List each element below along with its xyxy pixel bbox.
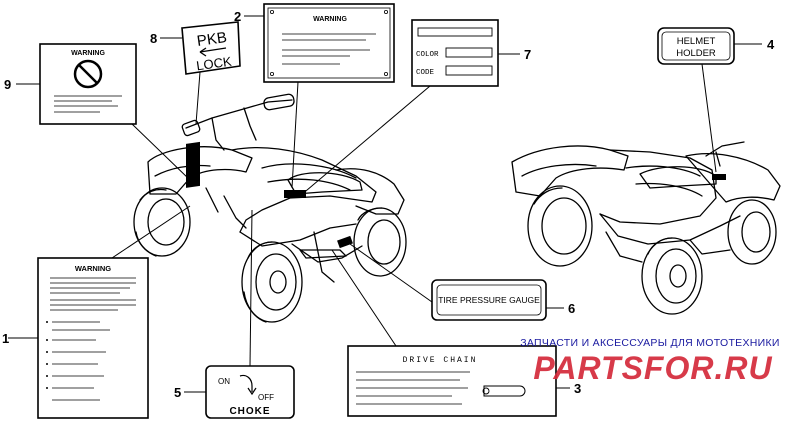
- warning-text: WARNING: [71, 50, 105, 57]
- arrow-left-icon: [199, 47, 207, 57]
- callout-3: 3: [574, 381, 581, 396]
- leader-lines: [8, 15, 762, 393]
- chain-tool-icon: [483, 385, 526, 397]
- helmet-text: HELMET: [677, 36, 716, 47]
- callout-2: 2: [234, 9, 241, 24]
- label-3-drive-chain: DRIVE CHAIN: [347, 345, 557, 417]
- label-9-warning-prohibition: WARNING: [39, 43, 137, 125]
- warning-text: WARNING: [313, 16, 347, 23]
- callout-numbers: 1 2 3 4 5 6 7 8 9: [2, 9, 775, 400]
- pkb-text: PKB: [196, 29, 228, 50]
- atv-rear-label-marks: [712, 174, 726, 180]
- choke-on-text: ON: [218, 377, 230, 386]
- callout-8: 8: [150, 31, 157, 46]
- holder-text: HOLDER: [676, 48, 716, 59]
- label-7-color-code: COLOR CODE: [411, 19, 499, 87]
- label-1-warning-manual: WARNING: [37, 257, 149, 419]
- callout-7: 7: [524, 47, 531, 62]
- callout-6: 6: [568, 301, 575, 316]
- label-5-choke: ON OFF CHOKE: [205, 365, 295, 419]
- callout-1: 1: [2, 331, 9, 346]
- watermark-subtitle: ЗАПЧАСТИ И АКСЕССУАРЫ ДЛЯ МОТОТЕХНИКИ: [520, 337, 780, 349]
- atv-rear-drawing: [511, 141, 781, 315]
- code-text: CODE: [416, 69, 435, 77]
- color-text: COLOR: [416, 51, 439, 59]
- choke-arrow-icon: [239, 374, 253, 392]
- choke-off-text: OFF: [258, 393, 274, 402]
- drive-chain-text: DRIVE CHAIN: [403, 356, 478, 365]
- callout-9: 9: [4, 77, 11, 92]
- warning-text: WARNING: [75, 264, 111, 273]
- label-8-pkb-lock: PKB LOCK: [181, 21, 241, 75]
- atv-front-drawing: [133, 93, 407, 323]
- lock-text: LOCK: [195, 54, 232, 74]
- watermark-brand: PARTSFOR.RU: [533, 350, 773, 386]
- label-6-tire-pressure-gauge: TIRE PRESSURE GAUGE: [431, 279, 547, 321]
- tire-pressure-text: TIRE PRESSURE GAUGE: [438, 295, 540, 305]
- callout-5: 5: [174, 385, 181, 400]
- label-2-warning-sticker: WARNING: [263, 3, 395, 83]
- atv-front-label-marks: [186, 141, 353, 249]
- label-4-helmet-holder: HELMET HOLDER: [657, 27, 735, 65]
- callout-4: 4: [767, 37, 775, 52]
- choke-text: CHOKE: [229, 406, 270, 417]
